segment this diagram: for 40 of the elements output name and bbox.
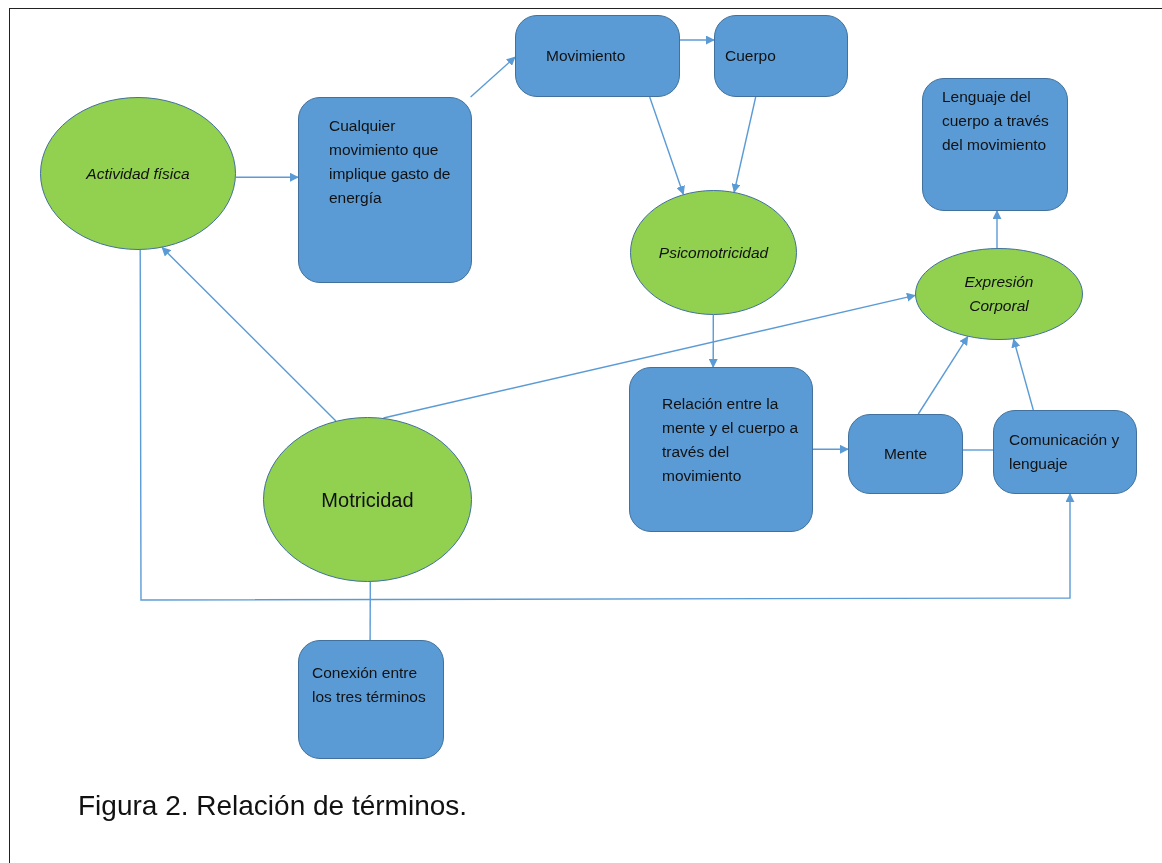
arrow [649, 96, 685, 196]
concept-box [629, 367, 813, 532]
arrow [139, 249, 1075, 601]
concept-box [298, 97, 472, 283]
node-label: Relación entre la mente y el cuerpo a través del movimiento [662, 394, 800, 486]
connector-line [369, 581, 371, 641]
concept-ellipse [263, 417, 472, 582]
concept-box [922, 78, 1068, 211]
arrow [382, 292, 916, 419]
connector-line [962, 449, 994, 451]
arrow [917, 335, 969, 415]
arrow [992, 210, 1002, 249]
node-label: Conexión entre los tres términos [312, 663, 427, 707]
concept-ellipse [40, 97, 236, 250]
node-label: Actividad física [84, 163, 191, 184]
arrow [469, 56, 516, 98]
node-label: Comunicación y lenguaje [1009, 430, 1121, 474]
node-label: Motricidad [321, 487, 414, 512]
arrow [161, 246, 337, 422]
concept-box [848, 414, 963, 494]
node-label: Expresión Corporal [963, 272, 1035, 316]
node-label: Movimiento [546, 46, 626, 66]
concept-box [993, 410, 1137, 494]
concept-box [515, 15, 680, 97]
node-label: Psicomotricidad [657, 242, 770, 263]
node-label: Lenguaje del cuerpo a través del movimiento [942, 87, 1050, 155]
concept-box [714, 15, 848, 97]
arrow [679, 35, 715, 45]
arrow [731, 96, 757, 193]
arrow [708, 314, 718, 368]
node-label: Mente [883, 444, 928, 464]
arrow [812, 444, 849, 454]
concept-ellipse [915, 248, 1083, 340]
node-label: Cuerpo [725, 46, 776, 66]
arrow [1011, 338, 1034, 411]
figure-caption: Figura 2. Relación de términos. [78, 790, 468, 822]
concept-ellipse [630, 190, 797, 315]
arrow [235, 172, 299, 182]
node-label: Cualquier movimiento que implique gasto de energía [329, 116, 452, 208]
concept-box [298, 640, 444, 759]
